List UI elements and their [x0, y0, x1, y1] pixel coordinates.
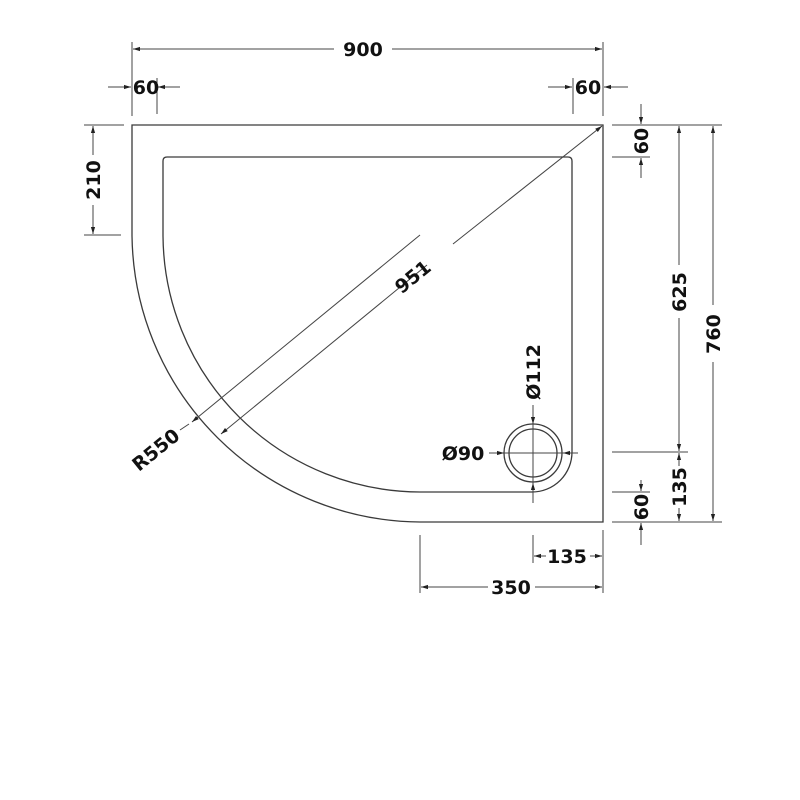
dim-waste-to-right: 135	[534, 546, 602, 568]
dim-top-rim: 60	[631, 104, 653, 178]
svg-text:60: 60	[631, 494, 653, 520]
svg-text:951: 951	[391, 256, 436, 298]
tray-inner-outline	[162, 156, 573, 493]
dim-left-rim: 60	[108, 77, 180, 114]
dim-bottom-rim: 60	[631, 480, 653, 545]
svg-text:60: 60	[575, 77, 601, 99]
svg-text:R550: R550	[128, 425, 184, 476]
dim-overall-depth: 760	[703, 126, 725, 521]
dim-overall-width: 900	[131, 39, 604, 116]
svg-text:135: 135	[547, 546, 587, 568]
waste-outer-diameter-label: Ø112	[523, 344, 545, 400]
dim-bottom-straight: 350	[421, 577, 602, 599]
dim-left-straight: 210	[83, 124, 124, 236]
waste-outlet	[489, 405, 578, 503]
waste-inner-diameter-label: Ø90	[442, 443, 485, 465]
svg-text:625: 625	[669, 272, 691, 312]
svg-text:900: 900	[343, 39, 383, 61]
dim-right-rim: 60	[548, 77, 628, 114]
svg-text:350: 350	[491, 577, 531, 599]
svg-text:60: 60	[133, 77, 159, 99]
svg-text:210: 210	[83, 160, 105, 200]
svg-text:135: 135	[669, 467, 691, 507]
dim-radius: R550	[128, 234, 421, 476]
dim-straight-to-waste: 625	[669, 126, 691, 451]
svg-text:60: 60	[631, 128, 653, 154]
tray-outer-outline	[131, 124, 604, 523]
svg-text:760: 760	[703, 314, 725, 354]
dim-waste-to-front: 135	[669, 453, 691, 521]
